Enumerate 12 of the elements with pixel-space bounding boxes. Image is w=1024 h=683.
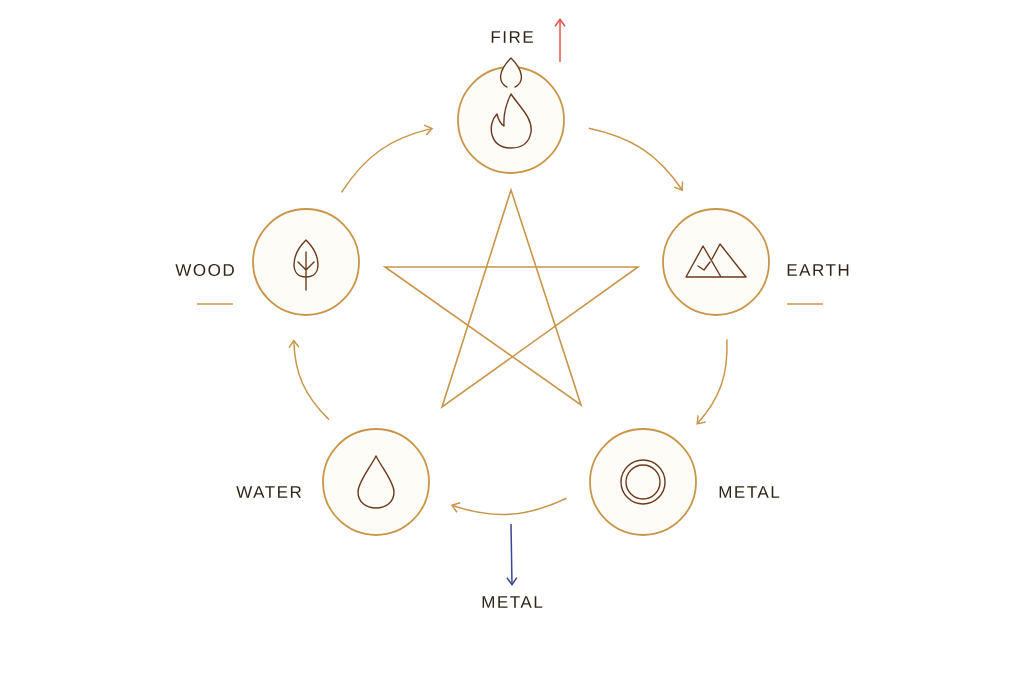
- node-label: METAL: [482, 596, 543, 608]
- arrow: [340, 124, 434, 194]
- arrow: [506, 523, 518, 586]
- node-label: WATER: [236, 486, 302, 498]
- arrow: [450, 497, 568, 516]
- node-label: EARTH: [787, 264, 849, 276]
- node-label: WOOD: [175, 264, 234, 277]
- node-label: METAL: [719, 486, 780, 498]
- arrow: [288, 339, 330, 421]
- arrow: [696, 338, 728, 425]
- arrow: [588, 127, 684, 192]
- node-label: FIRE: [491, 31, 533, 43]
